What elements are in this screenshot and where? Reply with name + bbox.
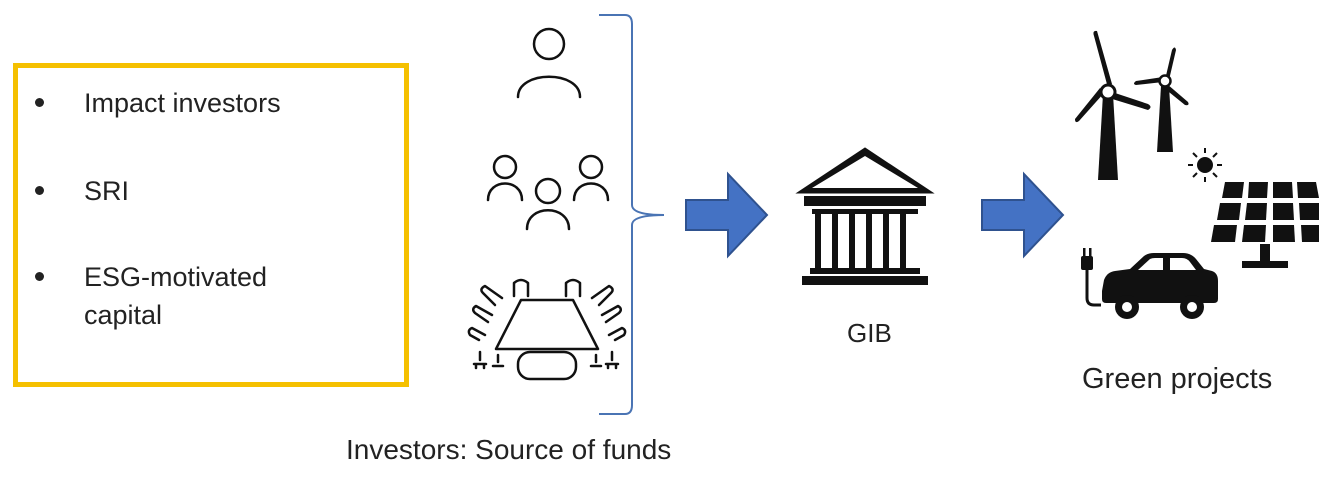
investors-label: Investors: Source of funds	[346, 434, 672, 465]
investor-type-label: ESG-motivated	[84, 262, 268, 292]
sun-icon	[1188, 148, 1222, 182]
group-icon	[486, 154, 610, 231]
bullet-icon	[35, 272, 44, 281]
wind-turbine-icon	[1075, 30, 1189, 180]
bullet-icon	[35, 186, 44, 195]
bank-building-icon	[795, 147, 935, 285]
solar-panel-icon	[1211, 182, 1319, 268]
investor-type-label: capital	[84, 300, 163, 330]
green-projects-label: Green projects	[1082, 363, 1273, 395]
investor-type-label: Impact investors	[84, 88, 281, 118]
boardroom-icon	[467, 278, 627, 381]
flow-arrow	[981, 171, 1065, 259]
gib-label: GIB	[847, 318, 892, 348]
bullet-icon	[35, 98, 44, 107]
investor-types-box: Impact investors SRI ESG-motivated capit…	[13, 63, 409, 387]
brace	[599, 14, 665, 415]
electric-car-icon	[1081, 248, 1218, 319]
investor-type-label: SRI	[84, 176, 130, 206]
flow-arrow	[685, 171, 769, 259]
person-icon	[516, 27, 582, 99]
